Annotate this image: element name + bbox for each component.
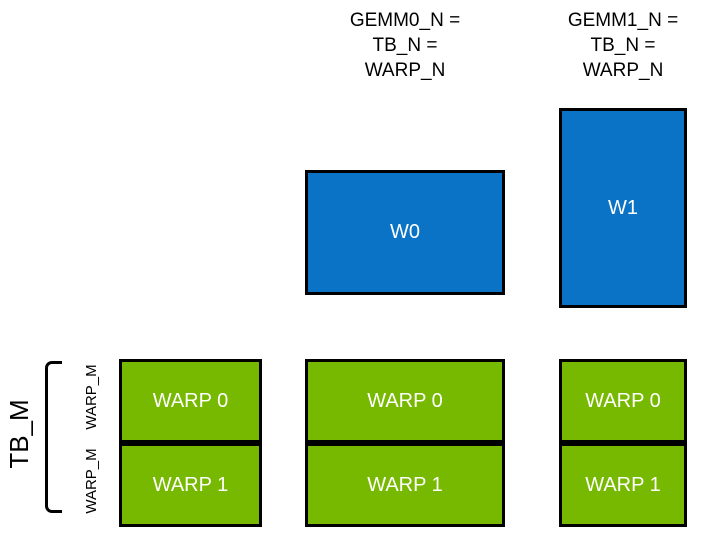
warp-tile: WARP 1: [119, 443, 262, 527]
warp-tile-label: WARP 1: [585, 473, 661, 496]
warp-tile: WARP 0: [305, 359, 505, 443]
warp-m-label-top: WARP_M: [82, 364, 100, 430]
gemm1-n-header-label: GEMM1_N = TB_N = WARP_N: [567, 10, 679, 81]
warp-tile: WARP 1: [559, 443, 687, 527]
warp-column-gemm1: WARP 0 WARP 1: [559, 359, 687, 527]
warp-m-label-bottom: WARP_M: [82, 448, 100, 514]
warp-tile: WARP 0: [119, 359, 262, 443]
w1-accumulator-box: W1: [559, 108, 687, 308]
w0-accumulator-box: W0: [305, 170, 505, 295]
tb-m-axis-label: TB_M: [3, 399, 34, 469]
w1-box-label: W1: [608, 196, 638, 219]
w0-box-label: W0: [390, 221, 420, 243]
warp-tile-label: WARP 0: [367, 389, 443, 412]
warp-column-gemm0: WARP 0 WARP 1: [305, 359, 505, 527]
warp-tile: WARP 1: [305, 443, 505, 527]
warp-tile-label: WARP 1: [152, 473, 229, 496]
gemm0-n-header-label: GEMM0_N = TB_N = WARP_N: [349, 10, 461, 81]
warp-tile-label: WARP 1: [367, 473, 443, 496]
warp-tile-label: WARP 0: [152, 389, 229, 412]
warp-column-threadblock: WARP 0 WARP 1: [119, 359, 262, 527]
tb-m-bracket: [45, 361, 62, 513]
warp-tile: WARP 0: [559, 359, 687, 443]
warp-tile-label: WARP 0: [585, 389, 661, 412]
